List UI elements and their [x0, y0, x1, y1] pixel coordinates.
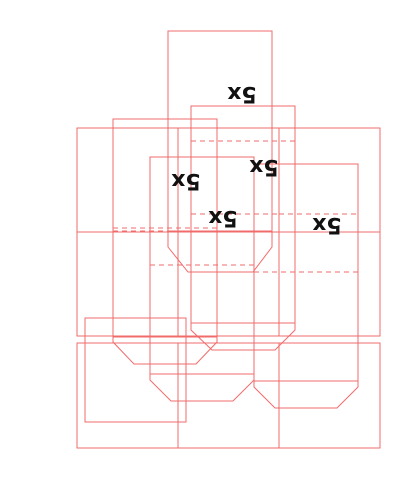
- grid-cell-r2c1: [76, 231, 179, 337]
- grid-cell-r2c3: [278, 231, 381, 337]
- label-upper-mid: 5x: [249, 154, 279, 179]
- grid-cell-r3c3: [278, 342, 381, 449]
- base-grid: [76, 127, 381, 449]
- grid-cell-r2c2: [177, 231, 280, 337]
- left-panel-body: [112, 118, 218, 338]
- center-panel-tab: [149, 374, 255, 402]
- top-panel-body: [167, 30, 273, 232]
- left-panel: [112, 118, 218, 365]
- label-right: 5x: [312, 212, 342, 237]
- upper-mid-panel-tab: [190, 323, 296, 351]
- label-left: 5x: [171, 168, 201, 193]
- label-top: 5x: [227, 81, 257, 106]
- grid-cell-r1c1: [76, 127, 179, 233]
- label-center: 5x: [208, 205, 238, 230]
- dashed-guides: [113, 213, 358, 232]
- left-panel-tab: [112, 337, 218, 365]
- top-panel-tab: [167, 231, 273, 273]
- center-panel-body: [149, 156, 255, 375]
- right-panel: [253, 163, 359, 409]
- grid-cell-r3c1: [76, 342, 179, 449]
- right-panel-tab: [253, 381, 359, 409]
- grid-cell-r3c2: [177, 342, 280, 449]
- right-panel-body: [253, 163, 359, 382]
- lower-left-panel: [84, 317, 187, 423]
- top-panel: [167, 30, 273, 273]
- labels: 5x 5x 5x 5x 5x: [171, 81, 342, 237]
